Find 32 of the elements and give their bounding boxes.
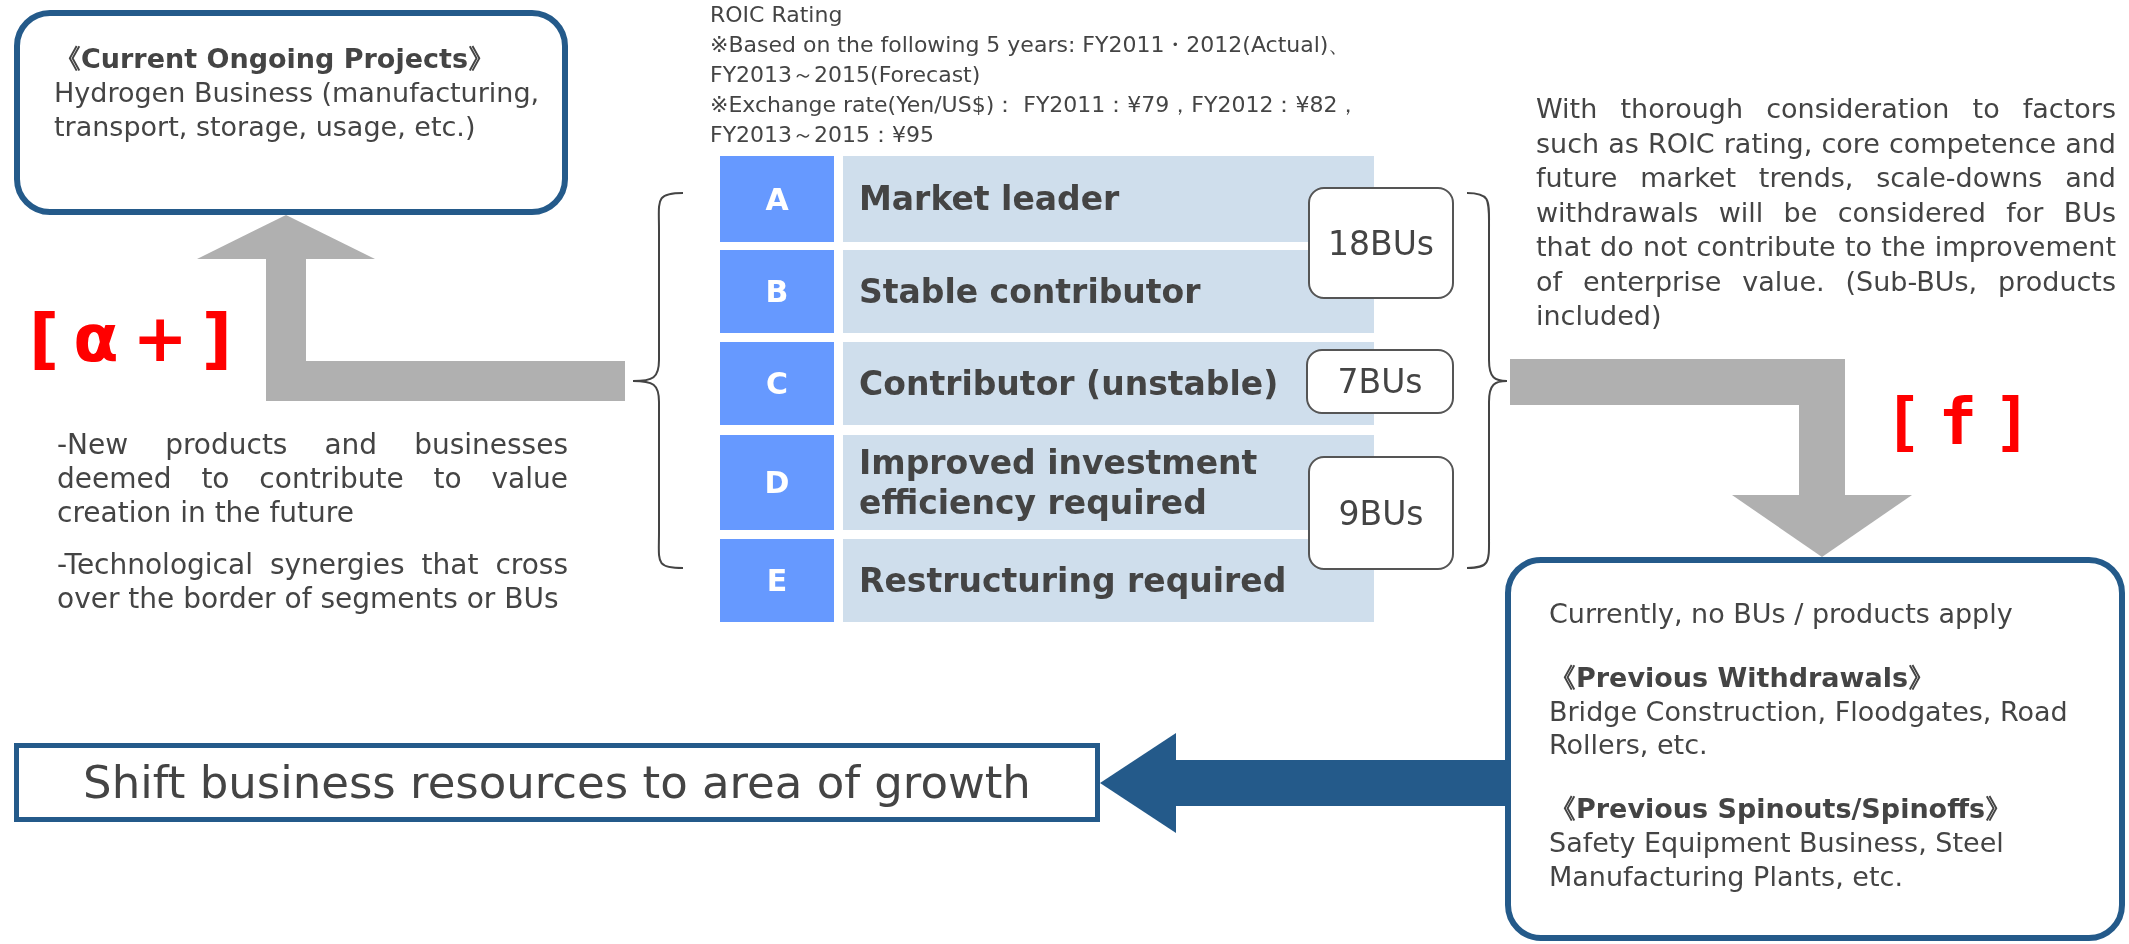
body-text: Safety Equipment Business, Steel Manufacturing Plants, etc.: [1549, 825, 2005, 894]
table-title: ROIC Rating: [710, 1, 844, 29]
body-text: Currently, no BUs / products apply: [1549, 597, 2014, 631]
table-note: ※Exchange rate(Yen/US$)： FY2011：¥79，FY2012：¥82，FY2013～2015：¥95: [710, 91, 1361, 149]
goal-box: Shift business resources to area of growth: [14, 743, 1100, 822]
rating-label: Stable contributor: [859, 271, 1201, 312]
block-arrow: [197, 215, 625, 401]
count-box: 9BUs: [1308, 456, 1454, 570]
section-heading: 《Previous Withdrawals》: [1549, 660, 1937, 695]
block-arrow: [1100, 733, 1505, 833]
count-box: 7BUs: [1306, 349, 1454, 414]
project-box: [14, 10, 568, 215]
grade-cell: C: [720, 342, 834, 425]
section-heading: 《Previous Spinouts/Spinoffs》: [1549, 792, 2014, 826]
section-heading: 《Current Ongoing Projects》: [54, 42, 496, 76]
note-text: -New products and businesses deemed to contribute to value creation in the future: [57, 428, 568, 530]
block-arrow: [1510, 359, 1912, 557]
count-box: 18BUs: [1308, 187, 1454, 299]
body-text: Bridge Construction, Floodgates, Road Rollers, etc.: [1549, 694, 2069, 762]
body-text: Hydrogen Business (manufacturing, transport, storage, usage, etc.): [54, 75, 541, 144]
rating-label: Restructuring required: [859, 560, 1287, 601]
grade-cell: E: [720, 539, 834, 622]
rating-label: Contributor (unstable): [859, 363, 1279, 404]
grade-cell: D: [720, 435, 834, 530]
grade-cell: B: [720, 250, 834, 333]
note-text: -Technological synergies that cross over the border of segments or BUs: [57, 548, 568, 616]
table-note: ※Based on the following 5 years: FY2011・2012(Actual)、FY2013～2015(Forecast): [710, 31, 1352, 89]
note-text: With thorough consideration to factors such as ROIC rating, core competence and future market trends, scale-downs and withdrawals will be considered for BUs that do not contribute to the improvement of enterprise value. (Sub-BUs, products included): [1536, 92, 2116, 333]
grade-cell: A: [720, 156, 834, 242]
rating-label: Improved investment efficiency required: [859, 442, 1259, 523]
result-box: [1505, 557, 2125, 941]
rating-label: Market leader: [859, 179, 1120, 219]
